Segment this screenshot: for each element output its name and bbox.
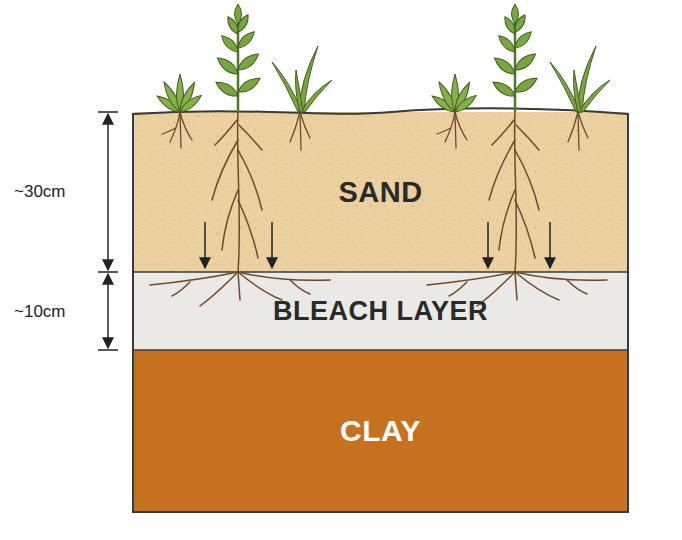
dimension-label: ~10cm	[14, 302, 66, 322]
profile-outline	[133, 108, 628, 512]
clay-band: CLAY	[133, 350, 628, 512]
bleach-band: BLEACH LAYER	[133, 272, 628, 350]
dimension-tick	[98, 349, 118, 351]
dimension-tick	[98, 271, 118, 273]
dimension-line	[107, 114, 109, 270]
band-label: BLEACH LAYER	[273, 296, 488, 327]
dimension-label: ~30cm	[14, 182, 66, 202]
dimension-line	[107, 274, 109, 348]
sand-band: SAND	[133, 112, 628, 272]
sand-texture	[133, 112, 628, 272]
band-label: SAND	[338, 176, 422, 209]
dimension-tick	[98, 111, 118, 113]
dimension-markers	[98, 112, 118, 350]
band-label: CLAY	[340, 414, 421, 448]
